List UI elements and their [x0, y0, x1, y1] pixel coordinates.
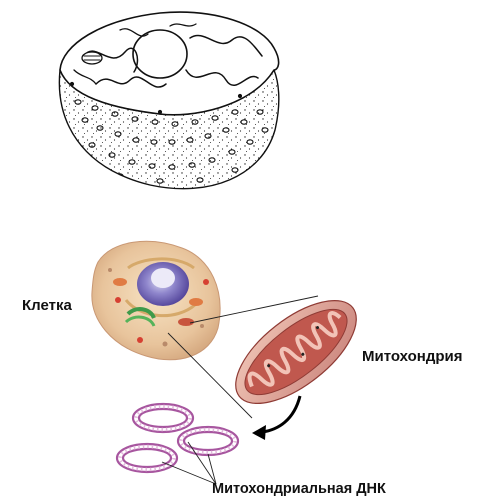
dna-ring-3	[117, 444, 177, 472]
cell-label: Клетка	[22, 298, 72, 313]
cell-sketch-icon	[59, 12, 278, 189]
mitochondrion-icon	[219, 282, 373, 423]
dna-ring-icon	[117, 404, 238, 472]
mitochondrial-dna-label: Митохондриальная ДНК	[212, 482, 386, 497]
dna-ring-1	[133, 404, 193, 432]
dna-ring-2	[178, 427, 238, 455]
animal-cell-icon	[92, 241, 220, 359]
mitochondrion-label: Митохондрия	[362, 349, 463, 364]
